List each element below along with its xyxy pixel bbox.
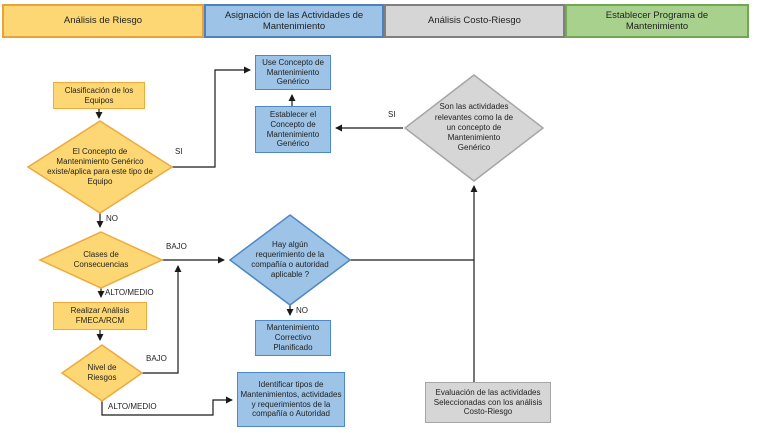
edge-label-bajo: BAJO xyxy=(146,354,167,363)
node-realizar-fmeca: Realizar Análisis FMECA/RCM xyxy=(53,302,147,330)
node-label: El Concepto de Mantenimiento Genérico ex… xyxy=(47,146,153,187)
node-label: Son las actividades relevantes como la d… xyxy=(434,102,514,153)
column-header-analisis-riesgo: Análisis de Riesgo xyxy=(2,4,204,38)
edge-label-no: NO xyxy=(106,214,118,223)
node-label: Clases de Consecuencias xyxy=(73,249,129,269)
column-header-label: Análisis de Riesgo xyxy=(63,15,143,27)
column-header-programa-mantenimiento: Establecer Programa de Mantenimiento xyxy=(565,4,749,38)
node-clasificacion-equipos: Clasificación de los Equipos xyxy=(53,82,145,109)
node-label: Evaluación de las actividades Selecciona… xyxy=(433,387,543,417)
edge-label-alto-medio: ALTO/MEDIO xyxy=(108,402,157,411)
node-label: Mantenimiento Correctivo Planificado xyxy=(266,323,320,352)
edge-label-si: SI xyxy=(175,147,183,156)
node-label: Establecer el Concepto de Mantenimiento … xyxy=(266,110,320,149)
edge-label-bajo: BAJO xyxy=(166,242,187,251)
node-mantenimiento-correctivo: Mantenimiento Correctivo Planificado xyxy=(255,320,331,356)
column-header-label: Análisis Costo-Riesgo xyxy=(428,15,521,27)
edge-label-alto-medio: ALTO/MEDIO xyxy=(105,288,154,297)
edge-label-si: SI xyxy=(388,110,396,119)
node-use-concepto: Use Concepto de Mantenimiento Genérico xyxy=(255,55,331,90)
diamond-text-son-actividades: Son las actividades relevantes como la d… xyxy=(433,86,515,170)
node-label: Clasificación de los Equipos xyxy=(64,85,134,105)
column-header-analisis-costo-riesgo: Análisis Costo-Riesgo xyxy=(384,4,565,38)
node-establecer-concepto: Establecer el Concepto de Mantenimiento … xyxy=(255,106,331,153)
node-evaluacion-actividades: Evaluación de las actividades Selecciona… xyxy=(425,382,551,423)
edge-label-no: NO xyxy=(296,306,308,315)
edge-concepto-si-to-use xyxy=(172,66,251,168)
column-header-asignacion-actividades: Asignación de las Actividades de Manteni… xyxy=(204,4,384,38)
node-label: Use Concepto de Mantenimiento Genérico xyxy=(262,57,324,87)
node-identificar-tipos: Identificar tipos de Mantenimientos, act… xyxy=(237,372,345,427)
diamond-text-hay-requerimiento: Hay algún requerimiento de la compañía o… xyxy=(248,224,332,296)
column-header-label: Asignación de las Actividades de Manteni… xyxy=(224,9,364,32)
diamond-text-concepto-generico: El Concepto de Mantenimiento Genérico ex… xyxy=(47,126,153,208)
node-label: Realizar Análisis FMECA/RCM xyxy=(70,306,130,325)
diamond-text-nivel-riesgos: Nivel de Riesgos xyxy=(84,350,120,396)
node-label: Identificar tipos de Mantenimientos, act… xyxy=(240,380,342,419)
column-header-label: Establecer Programa de Mantenimiento xyxy=(605,9,709,32)
node-label: Hay algún requerimiento de la compañía o… xyxy=(251,239,329,280)
node-label: Nivel de Riesgos xyxy=(87,362,117,382)
diamond-text-clases-consecuencias: Clases de Consecuencias xyxy=(59,240,143,280)
